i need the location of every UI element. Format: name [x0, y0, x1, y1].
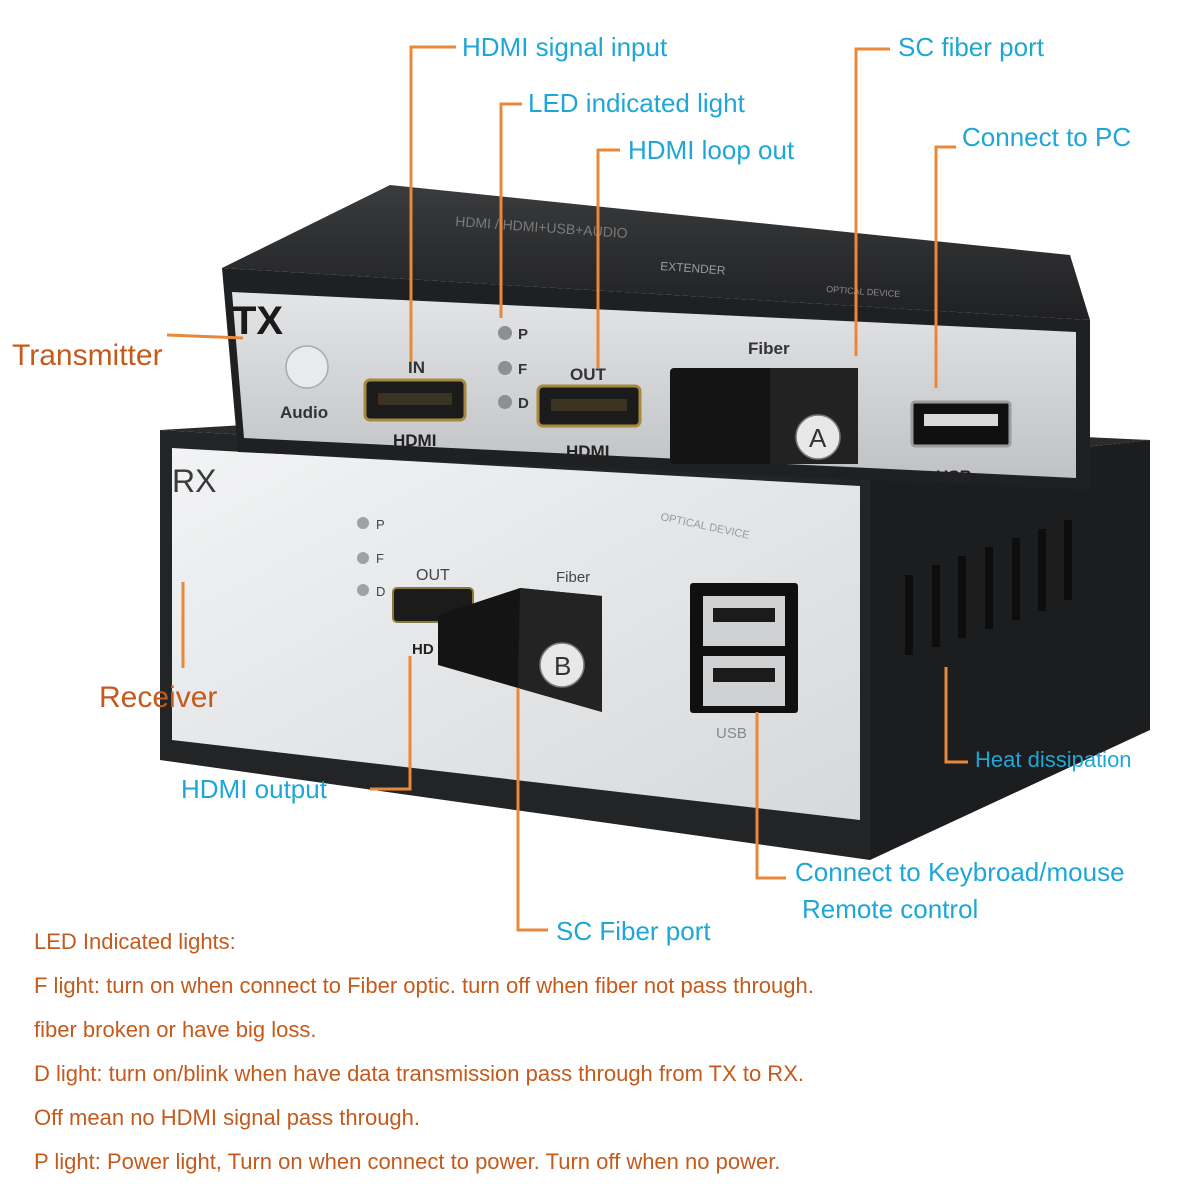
leader-hdmi-output	[370, 656, 412, 791]
rx-fiber-b-marker	[539, 642, 585, 688]
led-notes: LED Indicated lights: F light: turn on w…	[34, 920, 1174, 1184]
callout-transmitter: Transmitter	[12, 339, 163, 372]
rx-led-f-label: F	[376, 551, 384, 566]
callout-heat-dissipation: Heat dissipation	[975, 747, 1132, 772]
tx-led-p	[498, 326, 512, 340]
rx-out-label: OUT	[416, 567, 450, 584]
rx-led-group: P F D	[357, 517, 385, 599]
tx-led-p-label: P	[518, 326, 528, 343]
tx-audio-button	[285, 345, 329, 389]
callout-connect-to-pc: Connect to PC	[962, 122, 1131, 152]
leader-sc-fiber-port-top	[854, 47, 890, 356]
tx-sc-fiber-connector: A	[670, 368, 858, 464]
tx-in-label: IN	[408, 358, 425, 377]
notes-f-light-cont: fiber broken or have big loss.	[34, 1017, 317, 1042]
rx-usb-ports: USB	[690, 583, 798, 742]
tx-out-label: OUT	[570, 365, 607, 384]
tx-usb-label: USB	[936, 467, 972, 486]
rx-panel-label: RX	[172, 463, 216, 499]
tx-device: HDMI / HDMI+USB+AUDIO EXTENDER OPTICAL D…	[222, 185, 1090, 490]
rx-fiber-marker-text: B	[554, 651, 571, 681]
heat-dissipation-vents	[905, 520, 1072, 655]
callout-hdmi-output: HDMI output	[181, 774, 328, 804]
tx-led-f-label: F	[518, 361, 527, 378]
callout-hdmi-loop-out: HDMI loop out	[628, 135, 795, 165]
tx-led-f	[498, 361, 512, 375]
leader-led-indicated-light	[499, 102, 522, 318]
rx-side-body	[870, 440, 1150, 860]
leader-connect-keyboard	[755, 712, 786, 880]
leader-connect-to-pc	[934, 145, 956, 388]
callout-sc-fiber-port-top: SC fiber port	[898, 32, 1045, 62]
leader-transmitter	[166, 333, 244, 340]
rx-sc-fiber-connector: B	[438, 588, 602, 712]
callout-sc-fiber-port-bottom: SC Fiber port	[556, 916, 711, 946]
tx-top-lid	[222, 185, 1090, 320]
rx-fiber-label: Fiber	[556, 569, 590, 586]
tx-hdmi-in-label: HDMI	[393, 431, 436, 450]
tx-fiber-label: Fiber	[748, 339, 790, 358]
tx-hdmi-out-label: HDMI	[566, 442, 609, 461]
notes-p-light: P light: Power light, Turn on when conne…	[34, 1149, 781, 1174]
callout-connect-keyboard-line2: Remote control	[802, 894, 978, 924]
leader-sc-fiber-port-bottom	[516, 688, 548, 932]
rx-device: RX OPTICAL DEVICE P F D OUT HD Fiber B	[160, 410, 1150, 860]
notes-heading: LED Indicated lights:	[34, 929, 236, 954]
leader-hdmi-signal-input	[409, 45, 456, 362]
tx-panel-label: TX	[232, 299, 283, 343]
leader-lines	[166, 45, 968, 932]
callout-labels: HDMI signal input LED indicated light HD…	[12, 32, 1132, 946]
tx-led-d	[498, 395, 512, 409]
rx-led-p-label: P	[376, 517, 385, 532]
rx-hdmi-label: HD	[412, 641, 434, 658]
rx-led-p	[357, 517, 369, 529]
tx-front-panel	[232, 292, 1076, 478]
tx-audio-label: Audio	[280, 403, 328, 422]
callout-led-indicated-light: LED indicated light	[528, 88, 746, 118]
callout-receiver: Receiver	[99, 681, 217, 714]
tx-led-d-label: D	[518, 395, 529, 412]
rx-led-f	[357, 552, 369, 564]
tx-fiber-a-marker	[795, 414, 841, 460]
rx-led-d-label: D	[376, 584, 385, 599]
notes-d-light: D light: turn on/blink when have data tr…	[34, 1061, 804, 1086]
callout-hdmi-signal-input: HDMI signal input	[462, 32, 668, 62]
rx-usb-label: USB	[716, 725, 747, 742]
callout-connect-keyboard-line1: Connect to Keybroad/mouse	[795, 857, 1125, 887]
notes-d-light-cont: Off mean no HDMI signal pass through.	[34, 1105, 421, 1130]
leader-hdmi-loop-out	[596, 148, 620, 368]
tx-extender-print: EXTENDER	[660, 259, 726, 278]
rx-led-d	[357, 584, 369, 596]
leader-heat-dissipation	[944, 667, 968, 764]
notes-f-light: F light: turn on when connect to Fiber o…	[34, 973, 814, 998]
tx-led-group: P F D	[498, 326, 529, 412]
tx-fiber-marker-text: A	[809, 423, 827, 453]
